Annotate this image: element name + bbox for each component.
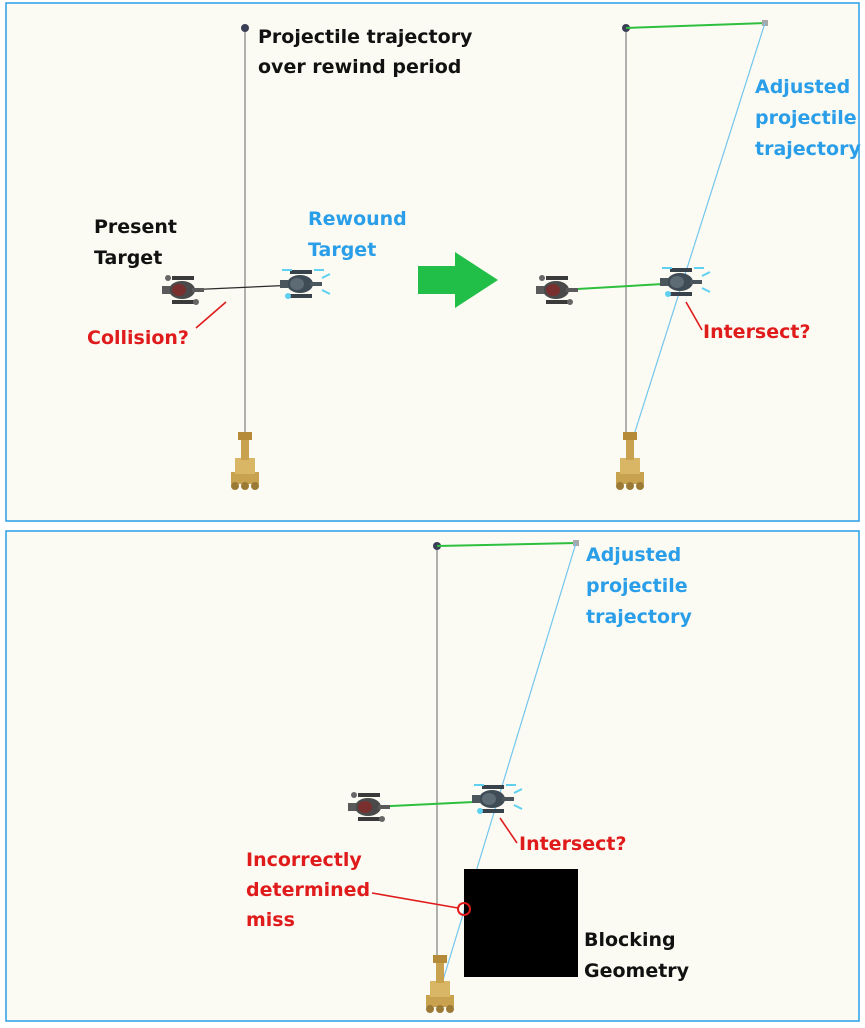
miss-callout-line: [371, 892, 459, 909]
present-target-label-line2: Target: [94, 247, 162, 269]
trajectory-label-line2: over rewind period: [258, 56, 461, 78]
miss-label-line2: determined: [246, 879, 370, 901]
panel-bottom-background: [5, 530, 860, 1022]
miss-label-line3: miss: [246, 909, 295, 931]
blocking-geometry-label-line2: Geometry: [584, 960, 690, 982]
trajectory-label-line1: Projectile trajectory: [258, 26, 473, 48]
trajectory-offset-line: [625, 22, 766, 29]
intersect-label: Intersect?: [703, 321, 811, 343]
collision-callout-line: [195, 301, 227, 329]
intersect-callout-line: [685, 301, 703, 331]
miss-label-line1: Incorrectly: [246, 849, 362, 871]
adjusted-trajectory-line: [625, 22, 766, 461]
adjusted-trajectory-label-line2: projectile: [755, 107, 857, 129]
adjusted-trajectory-label-line1: Adjusted: [586, 544, 681, 566]
adjusted-trajectory-label-line2: projectile: [586, 575, 688, 597]
present-target-label-line1: Present: [94, 216, 177, 238]
arrow-right-icon: [418, 252, 498, 308]
circle-marker-icon: [457, 902, 471, 916]
sphere-marker-icon: [241, 24, 249, 32]
rewound-target-label-line2: Target: [308, 239, 376, 261]
trajectory-offset-line: [436, 542, 577, 547]
blocking-geometry: [464, 869, 578, 977]
adjusted-trajectory-label-line1: Adjusted: [755, 76, 850, 98]
collision-label: Collision?: [87, 327, 189, 349]
blocking-geometry-label-line1: Blocking: [584, 929, 676, 951]
panel-top: Projectile trajectory over rewind period…: [5, 2, 861, 522]
rewound-target-label-line1: Rewound: [308, 208, 407, 230]
adjusted-trajectory-label-line3: trajectory: [586, 606, 692, 628]
intersect-label: Intersect?: [519, 833, 627, 855]
panel-bottom: Adjusted projectile trajectory Intersect…: [5, 530, 860, 1022]
panel-top-background: [5, 2, 860, 522]
intersect-callout-line: [499, 817, 518, 844]
adjusted-trajectory-label-line3: trajectory: [755, 138, 861, 160]
